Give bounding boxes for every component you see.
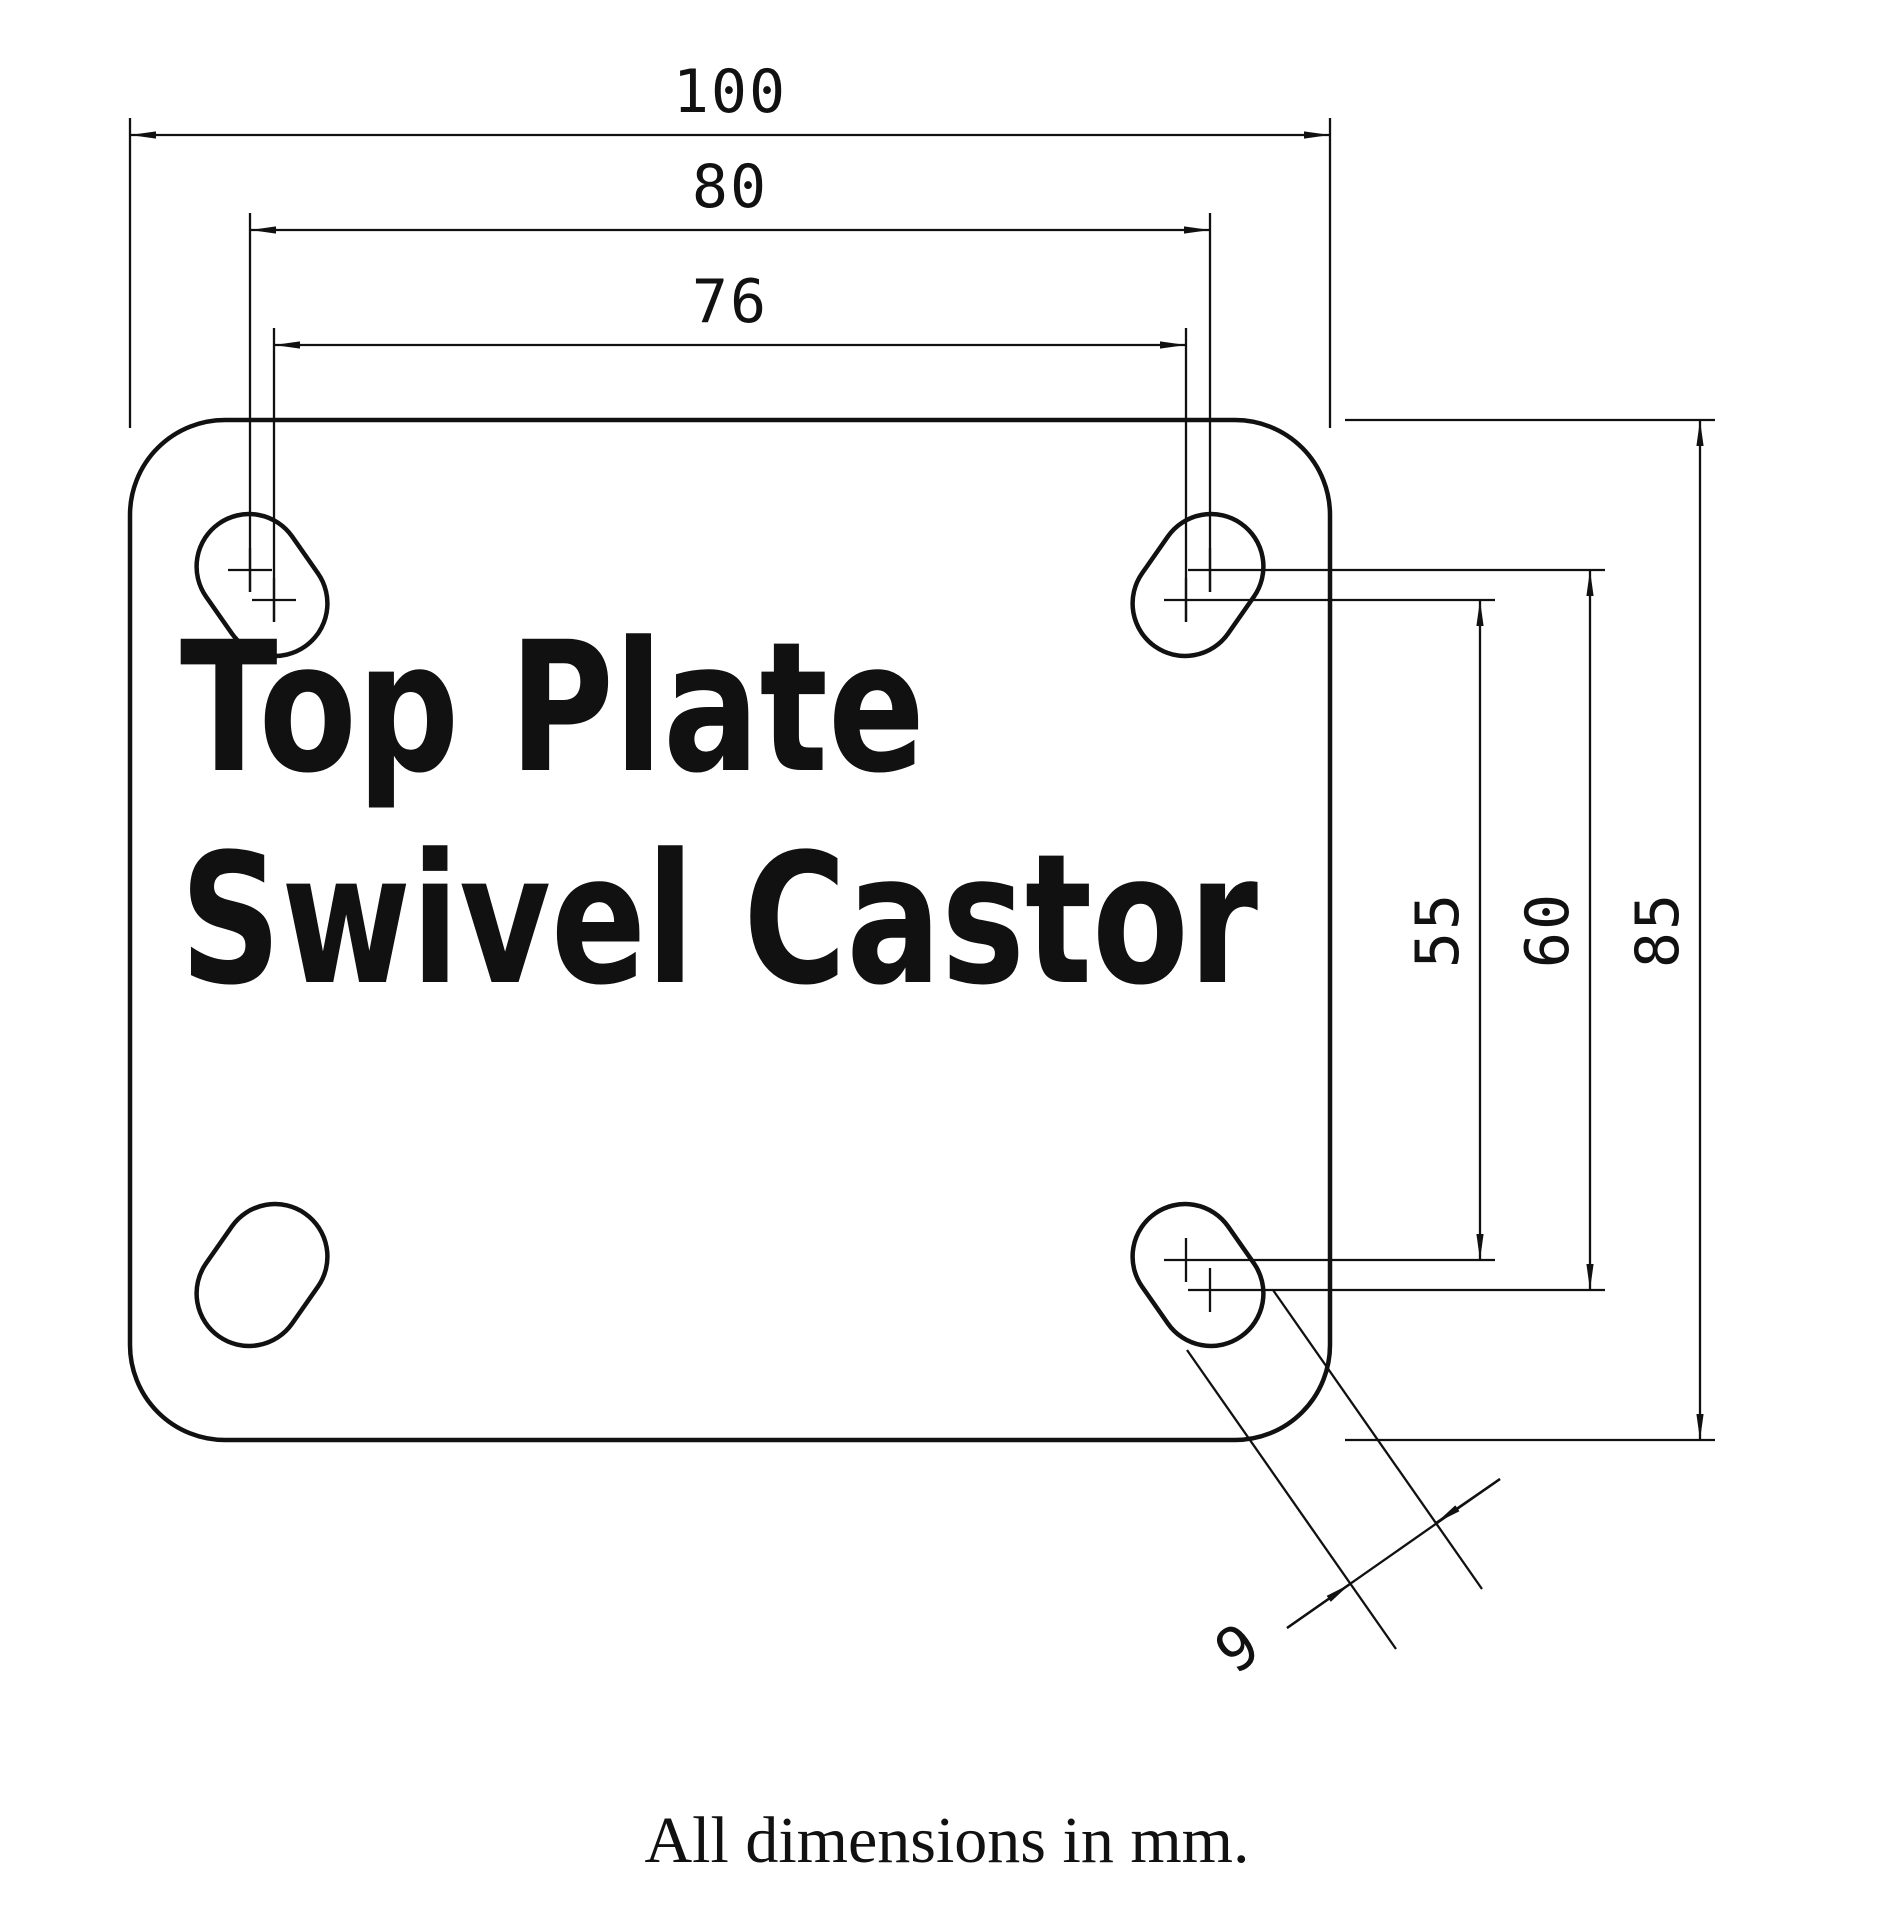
center-mark-bottom-right-outer (1188, 1268, 1232, 1312)
dim-label-overall-width: 100 (673, 57, 787, 127)
slot-bottom-left (194, 1201, 330, 1349)
extension-line (1186, 1349, 1397, 1650)
extension-line (1272, 1289, 1483, 1590)
dim-label-overall-depth: 85 (1623, 892, 1693, 968)
title-line-2: Swivel Castor (180, 816, 1258, 1025)
dim-label-hole-pitch-depth-max: 60 (1513, 892, 1583, 968)
slot-top-left (194, 511, 330, 659)
dim-hole-pitch-width-max: 80 (248, 152, 1212, 592)
slot-bottom-right (1130, 1201, 1266, 1349)
plate-outline (127, 417, 1333, 1443)
title-line-1: Top Plate (180, 604, 925, 813)
dim-label-hole-pitch-depth-min: 55 (1403, 892, 1473, 968)
dim-hole-pitch-width-min: 76 (272, 267, 1188, 622)
dim-label-hole-pitch-width-max: 80 (692, 152, 768, 222)
dim-hole-pitch-depth-min: 55 (1208, 598, 1495, 1262)
dimension-arrow (1286, 1583, 1351, 1629)
dim-overall-width: 100 (128, 57, 1332, 428)
dim-overall-depth: 85 (1345, 418, 1715, 1442)
center-mark-bottom-right-inner (1164, 1238, 1208, 1282)
footer-note: All dimensions in mm. (644, 1804, 1249, 1877)
dimension-arrow (1435, 1478, 1501, 1524)
dim-hole-pitch-depth-max: 60 (1232, 568, 1605, 1292)
slot-top-right (1130, 511, 1266, 659)
dim-label-hole-pitch-width-min: 76 (692, 267, 768, 337)
